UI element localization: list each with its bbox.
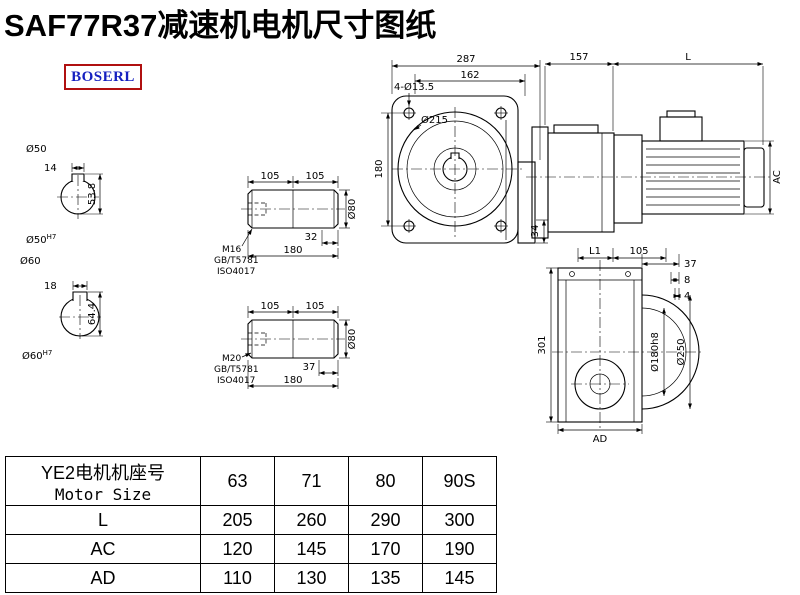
shaft50-keywidth-label: 14 (44, 163, 57, 174)
shaft-end-view-60: Ø60 18 64.4 Ø60H7 (20, 255, 103, 362)
front-flange-dia-label: Ø215 (421, 114, 448, 126)
bushing-top-std2-label: ISO4017 (217, 267, 255, 277)
header-cn: YE2电机机座号 (40, 462, 166, 483)
table-cell: 120 (200, 534, 275, 564)
bushing-bottom-dia-label: Ø80 (346, 329, 358, 350)
table-cell: 205 (200, 505, 275, 535)
bushing-bottom-taplen-label: 37 (303, 362, 316, 373)
table-row-L: L 205 260 290 300 (5, 505, 497, 535)
bushing-top-std1-label: GB/T5781 (214, 256, 259, 266)
front-overall-width-label: 287 (456, 54, 475, 65)
output-flange-view: L1 105 37 8 4 (537, 246, 704, 445)
bushing-detail-m16: 105 105 32 180 Ø80 M16 GB/T5781 (214, 171, 358, 277)
size-col-3: 90S (422, 456, 497, 506)
header-en: Motor Size (54, 484, 152, 504)
bushing-top-dia-label: Ø80 (346, 199, 358, 220)
motor-size-table: YE2电机机座号 Motor Size 63 71 80 90S L 205 2… (5, 456, 497, 593)
output-len2-label: 105 (629, 246, 648, 257)
table-cell: 110 (200, 563, 275, 593)
table-cell: 130 (274, 563, 349, 593)
output-len1-label: L1 (589, 246, 601, 257)
output-height-label: 301 (537, 335, 548, 354)
side-motor-height-label: AC (772, 170, 783, 184)
output-dim4-label: 4 (684, 291, 690, 302)
table-header-row: YE2电机机座号 Motor Size 63 71 80 90S (5, 456, 497, 506)
table-cell: 170 (348, 534, 423, 564)
bushing-bottom-total-label: 180 (283, 375, 302, 386)
table-cell: 290 (348, 505, 423, 535)
output-spigot-label: Ø180h8 (649, 332, 661, 372)
bushing-top-taplen-label: 32 (305, 232, 318, 243)
shaft50-fit-label: Ø50H7 (26, 233, 56, 246)
bushing-bottom-len2-label: 105 (305, 301, 324, 312)
output-width-label: AD (593, 434, 608, 445)
bushing-top-total-label: 180 (283, 245, 302, 256)
table-header-motor-size: YE2电机机座号 Motor Size (5, 456, 201, 506)
bushing-bottom-std2-label: ISO4017 (217, 376, 255, 386)
shaft60-keydepth-label: 64.4 (87, 303, 98, 325)
output-dim37-label: 37 (684, 259, 697, 270)
side-gear-length-label: 157 (569, 52, 588, 63)
brand-text: BOSERL (71, 68, 135, 85)
page-title: SAF77R37减速机电机尺寸图纸 (4, 8, 437, 43)
bushing-bottom-thread-label: M20 (222, 354, 241, 364)
size-col-1: 71 (274, 456, 349, 506)
shaft50-keydepth-label: 53.8 (87, 183, 98, 205)
shaft60-fit-label: Ø60H7 (22, 349, 52, 362)
shaft60-keywidth-label: 18 (44, 281, 57, 292)
bushing-top-thread-label: M16 (222, 245, 241, 255)
front-height-label: 180 (374, 159, 385, 178)
gearmotor-side-view: 157 L AC (526, 52, 783, 239)
output-flange-label: Ø250 (675, 339, 687, 366)
bushing-top-len1-label: 105 (260, 171, 279, 182)
bushing-bottom-len1-label: 105 (260, 301, 279, 312)
table-cell: 260 (274, 505, 349, 535)
brand-logo: BOSERL (64, 64, 142, 90)
front-foot-label: 34 (530, 225, 541, 238)
shaft-end-view-50: Ø50 14 53.8 Ø50H7 (26, 143, 103, 246)
output-dim8-label: 8 (684, 275, 690, 286)
table-cell: 145 (274, 534, 349, 564)
bushing-bottom-std1-label: GB/T5781 (214, 365, 259, 375)
front-holes-label: 4-Ø13.5 (394, 81, 434, 93)
table-row-AC: AC 120 145 170 190 (5, 534, 497, 564)
size-col-0: 63 (200, 456, 275, 506)
table-cell: 145 (422, 563, 497, 593)
table-cell: 300 (422, 505, 497, 535)
front-flange-width-label: 162 (460, 70, 479, 81)
shaft50-dia-label: Ø50 (26, 143, 47, 155)
size-col-2: 80 (348, 456, 423, 506)
side-motor-length-label: L (685, 52, 691, 63)
bushing-top-len2-label: 105 (305, 171, 324, 182)
bushing-detail-m20: 105 105 37 180 Ø80 M20 GB/T5781 (214, 301, 358, 389)
row-label: AC (5, 534, 201, 564)
row-label: L (5, 505, 201, 535)
gearbox-front-view: 287 162 4-Ø13.5 Ø215 (374, 54, 548, 244)
table-row-AD: AD 110 130 135 145 (5, 563, 497, 593)
shaft60-dia-label: Ø60 (20, 255, 41, 267)
row-label: AD (5, 563, 201, 593)
table-cell: 190 (422, 534, 497, 564)
table-cell: 135 (348, 563, 423, 593)
